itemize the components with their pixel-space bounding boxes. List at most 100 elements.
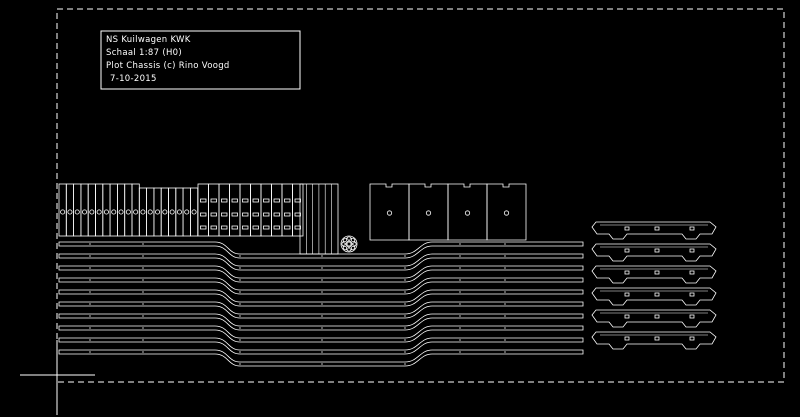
- slot: [242, 212, 249, 217]
- chassis-beam: [58, 241, 584, 259]
- wheel-spoke-ring: [342, 237, 349, 244]
- side-frame: [591, 243, 717, 262]
- side-frames-group: [591, 221, 717, 350]
- plate-hole: [386, 210, 393, 216]
- side-frame: [591, 331, 717, 350]
- title-line-model: NS Kuilwagen KWK: [106, 35, 191, 45]
- chassis-beam: [58, 325, 584, 343]
- wheel-spoke-ring: [341, 240, 348, 247]
- title-line-author: Plot Chassis (c) Rino Voogd: [106, 61, 230, 71]
- slot: [221, 198, 228, 203]
- side-frame: [591, 265, 717, 284]
- small-part-hole: [60, 209, 66, 215]
- slot: [221, 212, 228, 217]
- small-part-hole: [162, 209, 168, 215]
- wheel-spoke-ring: [345, 236, 352, 243]
- ucs-crosshair: [20, 340, 95, 415]
- side-frame-slot: [689, 336, 695, 341]
- side-frame-slot: [624, 336, 630, 341]
- chassis-beam: [58, 289, 584, 307]
- side-frame-slot: [624, 314, 630, 319]
- side-frame-slot: [689, 248, 695, 253]
- chassis-beam: [58, 253, 584, 271]
- side-frame: [591, 221, 717, 240]
- slot: [284, 212, 291, 217]
- side-frame-slot: [624, 270, 630, 275]
- wheel-part: [340, 235, 358, 253]
- small-part-hole: [96, 209, 102, 215]
- chassis-beam: [58, 337, 584, 355]
- plate-hole: [464, 210, 471, 216]
- small-part-hole: [74, 209, 80, 215]
- chassis-beam: [58, 277, 584, 295]
- slot: [273, 212, 280, 217]
- small-part-hole: [140, 209, 146, 215]
- small-part-hole: [118, 209, 124, 215]
- small-part-hole: [184, 209, 190, 215]
- slot: [200, 225, 207, 230]
- wheel-spoke-ring: [349, 244, 356, 251]
- title-line-date: 7-10-2015: [110, 74, 157, 84]
- side-frame-slot: [654, 226, 660, 231]
- slot: [221, 225, 228, 230]
- slot: [210, 212, 217, 217]
- chassis-beam: [58, 349, 584, 367]
- slot: [284, 198, 291, 203]
- side-frame-slot: [654, 314, 660, 319]
- plate-hole: [503, 210, 510, 216]
- title-line-scale: Schaal 1:87 (H0): [106, 48, 182, 58]
- small-part-hole: [147, 209, 153, 215]
- slot: [252, 198, 259, 203]
- chassis-beams-group: [58, 241, 584, 367]
- floor-plate: [486, 183, 527, 241]
- wheel-spoke-ring: [350, 240, 357, 247]
- floor-plate: [408, 183, 449, 241]
- small-part-hole: [191, 209, 197, 215]
- side-frame-slot: [624, 226, 630, 231]
- side-frame-slot: [654, 336, 660, 341]
- slot: [263, 225, 270, 230]
- side-frame-slot: [654, 248, 660, 253]
- side-frame-slot: [654, 292, 660, 297]
- side-frame-slot: [689, 270, 695, 275]
- slotted-part: [292, 183, 304, 237]
- slot: [263, 212, 270, 217]
- small-part-hole: [176, 209, 182, 215]
- slot: [252, 225, 259, 230]
- small-parts-group: [58, 183, 199, 237]
- side-frame-slot: [654, 270, 660, 275]
- chassis-beam: [58, 265, 584, 283]
- chassis-beam: [58, 313, 584, 331]
- slot: [242, 198, 249, 203]
- slot: [263, 198, 270, 203]
- slot: [294, 212, 301, 217]
- small-part-hole: [133, 209, 139, 215]
- wheel-spoke-ring: [345, 245, 352, 252]
- title-block-frame: [100, 30, 301, 90]
- slot: [231, 198, 238, 203]
- floor-plate: [447, 183, 488, 241]
- title-block: NS Kuilwagen KWK Schaal 1:87 (H0) Plot C…: [100, 30, 301, 90]
- side-frame-slot: [624, 248, 630, 253]
- small-part-hole: [169, 209, 175, 215]
- small-part-hole: [111, 209, 117, 215]
- slot: [273, 198, 280, 203]
- slot: [252, 212, 259, 217]
- slot: [273, 225, 280, 230]
- side-frame-slot: [689, 226, 695, 231]
- plate-hole: [425, 210, 432, 216]
- small-part-hole: [82, 209, 88, 215]
- wheel-rim: [340, 235, 358, 253]
- slot: [210, 225, 217, 230]
- slot: [294, 225, 301, 230]
- chassis-beam: [58, 301, 584, 319]
- floor-plate: [369, 183, 410, 241]
- side-frame: [591, 287, 717, 306]
- slot: [200, 198, 207, 203]
- small-part-hole: [89, 209, 95, 215]
- small-part-hole: [155, 209, 161, 215]
- slotted-parts-group: [197, 183, 304, 237]
- side-frame: [591, 309, 717, 328]
